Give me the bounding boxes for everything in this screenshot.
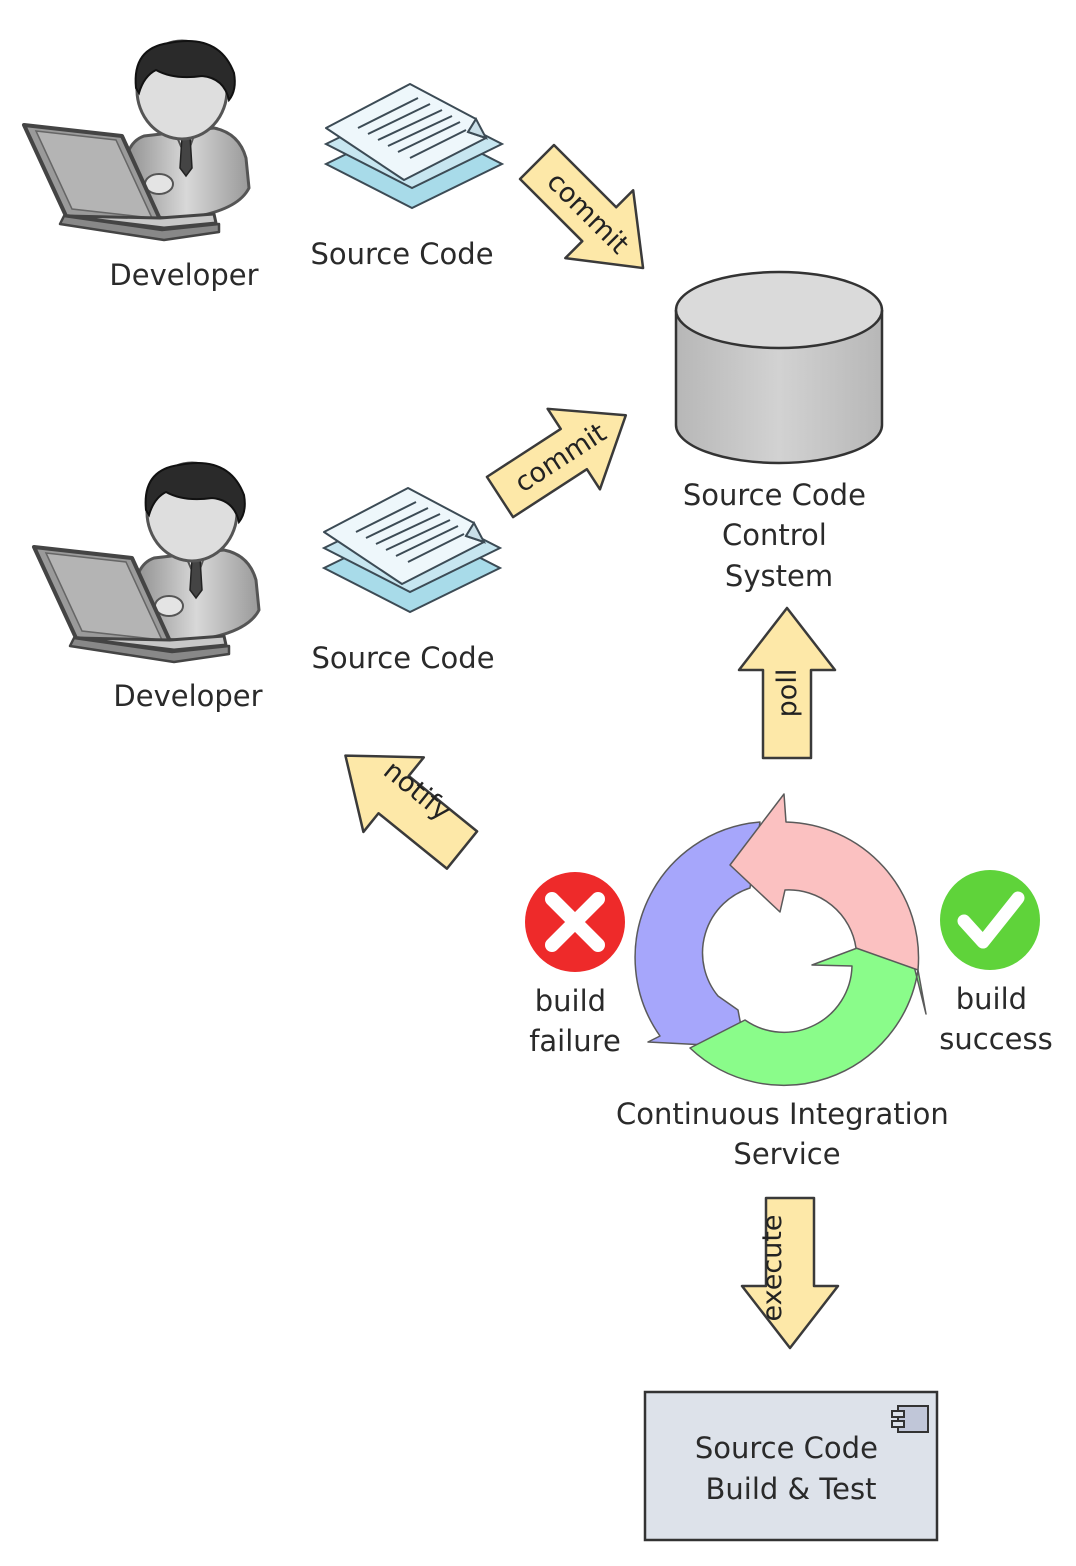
build-test-box: Source Code Build & Test [643,1390,939,1542]
developer-bottom: Developer [32,461,263,713]
execute-label: execute [757,1214,788,1321]
scm-system: Source Code Control System [674,270,884,593]
source-code-top: Source Code [310,83,503,271]
source-code-label: Source Code [311,641,494,675]
build-success-label: build success [939,982,1052,1056]
database-icon [674,270,884,465]
scm-label: Source Code Control System [683,478,875,593]
source-code-bottom: Source Code [311,487,501,675]
document-stack-icon [325,83,503,209]
x-icon [525,872,625,972]
build-failure-label: build failure [529,984,621,1058]
developer-label: Developer [109,258,258,292]
developer-top: Developer [22,39,259,292]
source-code-label: Source Code [310,237,493,271]
ci-label: Continuous Integration Service [616,1097,958,1171]
build-failure: build failure [525,872,625,1058]
notify-arrow: notify [313,717,494,889]
commit-arrow-bottom: commit [472,373,654,539]
checkmark-icon [940,870,1040,970]
poll-arrow: poll [737,606,837,760]
developer-label: Developer [113,679,262,713]
developer-icon [32,461,261,664]
build-success: build success [939,870,1053,1056]
execute-arrow: execute [740,1196,840,1350]
cycle-icon [634,793,927,1087]
build-test-label: Source Code Build & Test [695,1431,887,1506]
commit-arrow-top: commit [501,126,679,304]
ci-service: Continuous Integration Service [616,793,958,1171]
developer-icon [22,39,251,242]
component-icon [891,1405,929,1433]
poll-label: poll [772,669,803,718]
document-stack-icon [323,487,501,613]
